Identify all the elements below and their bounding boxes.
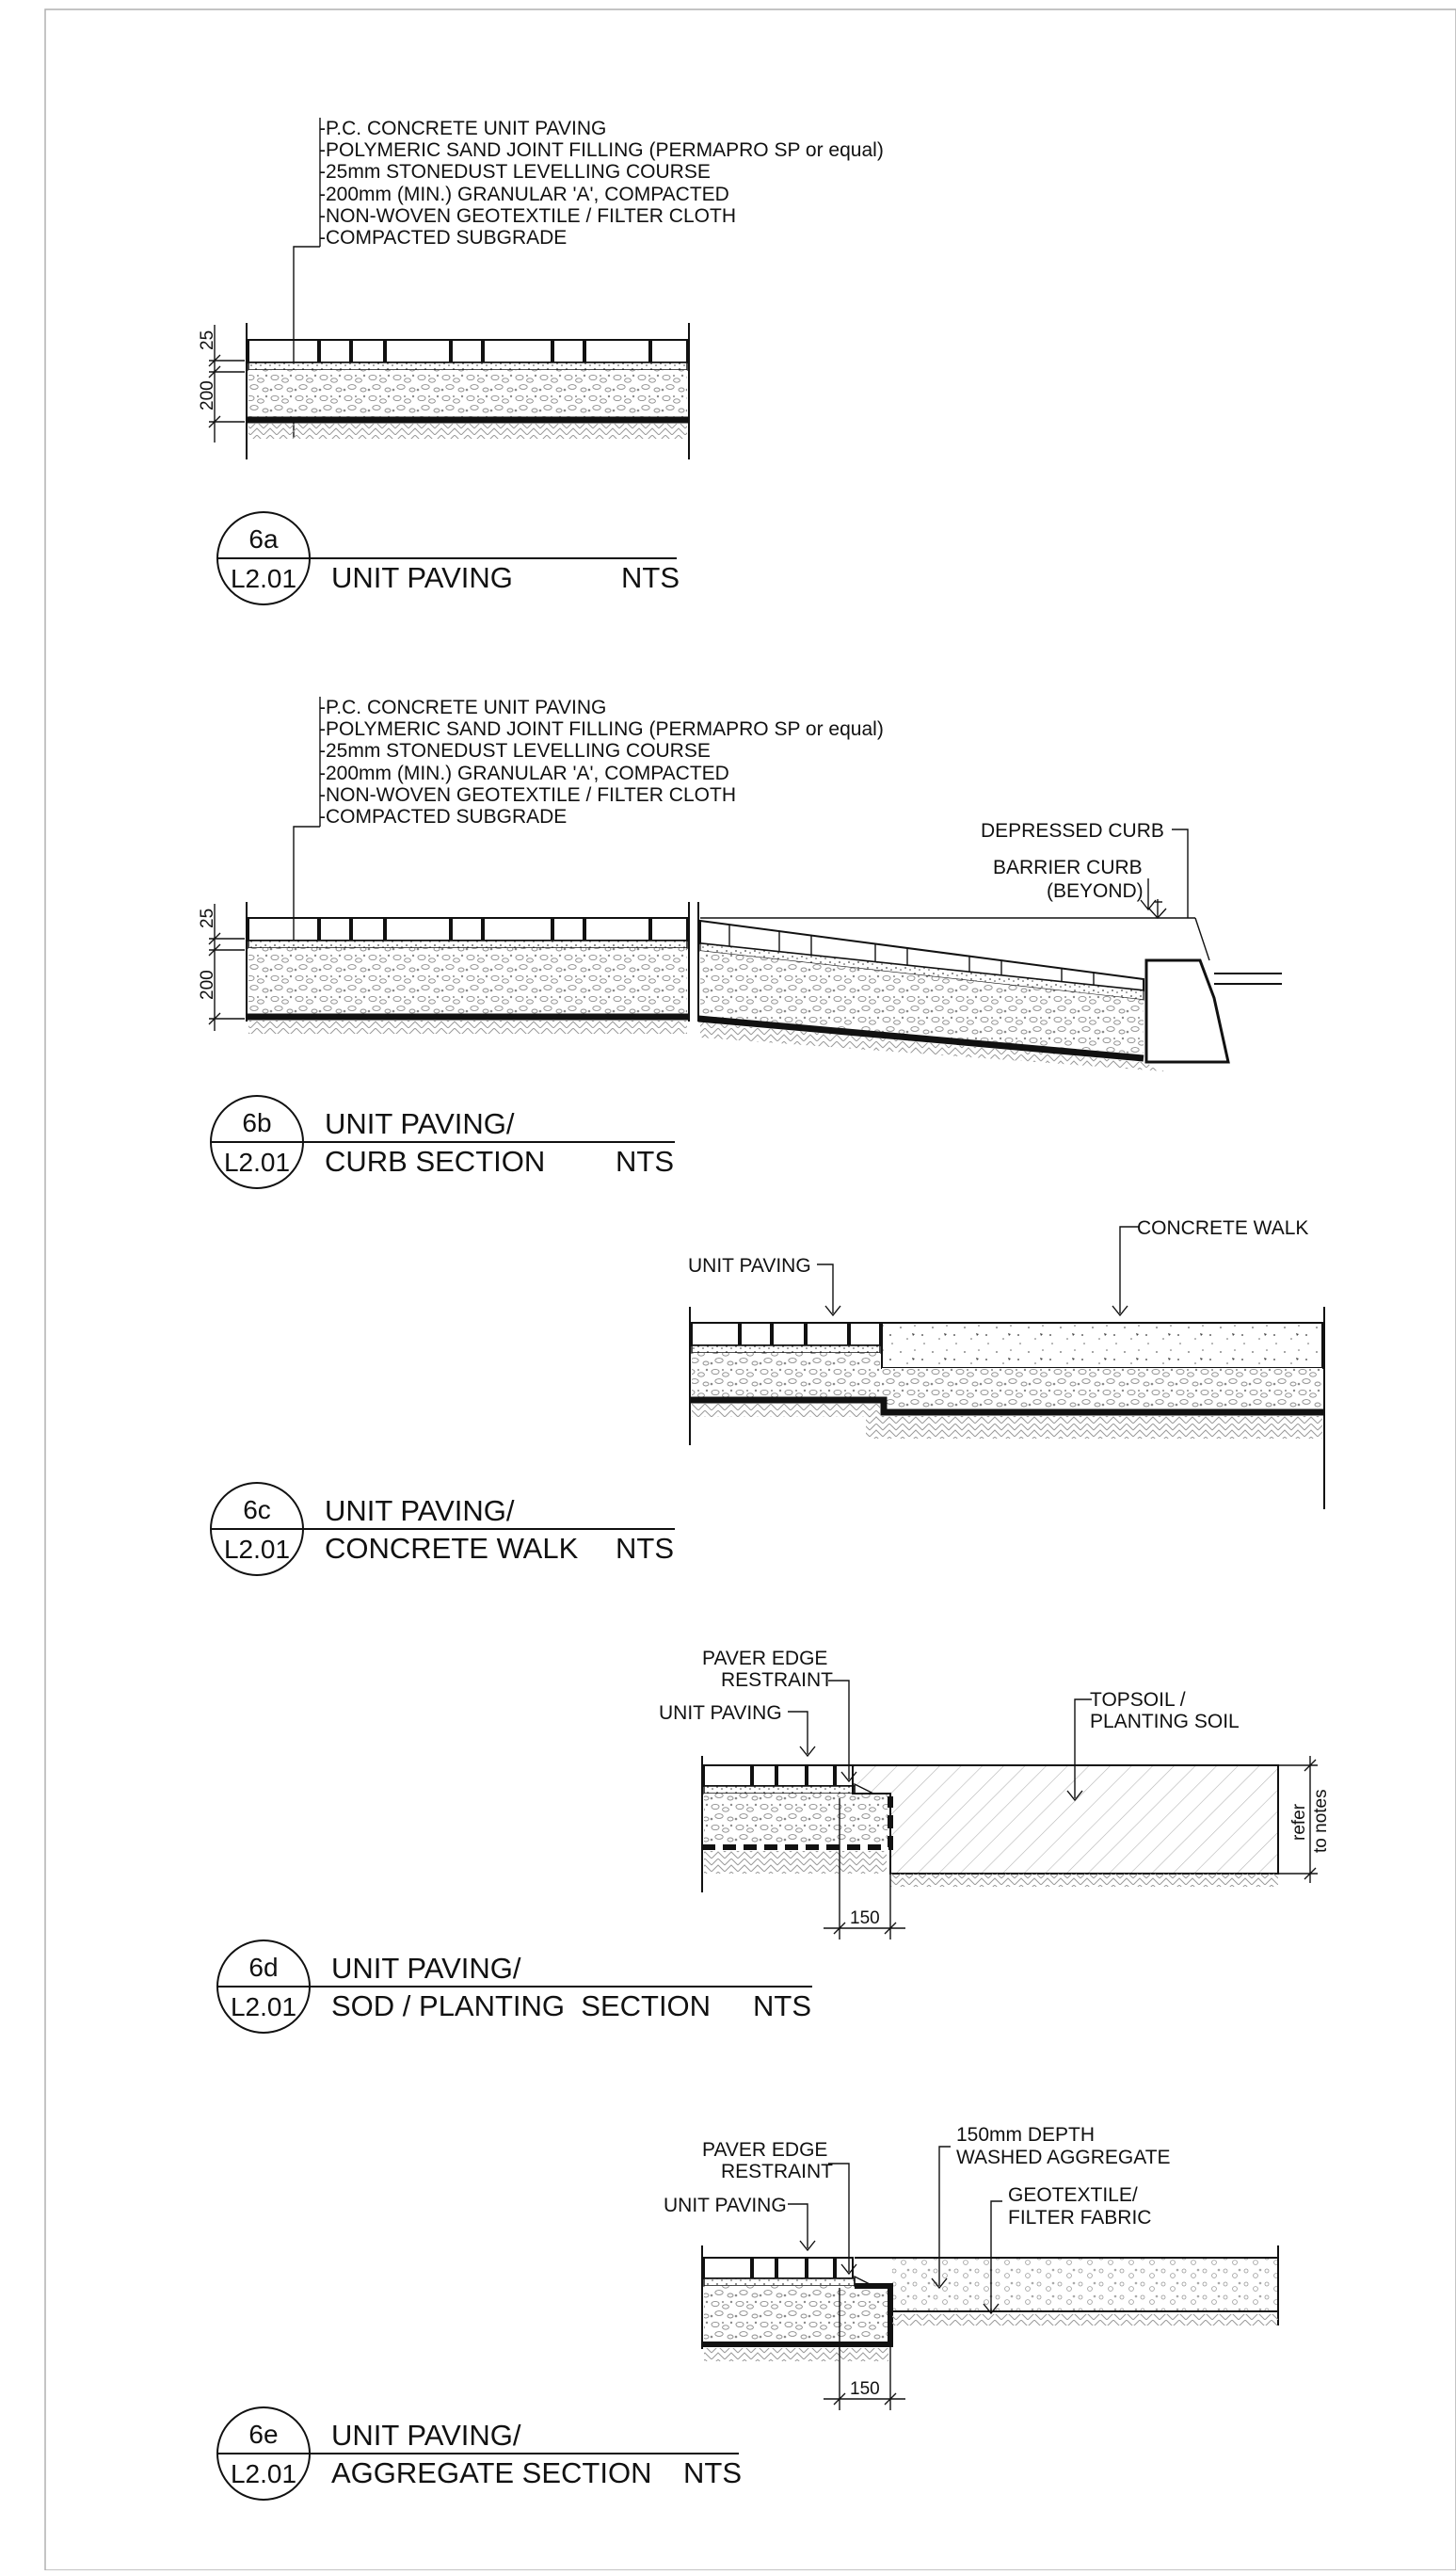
notes-6b: -P.C. CONCRETE UNIT PAVING -POLYMERIC SA… xyxy=(293,697,884,1017)
notes-6a: -P.C. CONCRETE UNIT PAVING -POLYMERIC SA… xyxy=(293,118,884,438)
label-topsoil: TOPSOIL / xyxy=(1090,1689,1186,1711)
detail-6e: 150 PAVER EDGE RESTRAINT UNIT PAVING 150… xyxy=(216,2124,1279,2501)
section-6d: 150 refer to notes PAVER EDGE RESTRAINT … xyxy=(659,1648,1331,1939)
title-line1-6c: UNIT PAVING/ xyxy=(325,1494,515,1527)
detail-number-6e: 6e xyxy=(248,2420,278,2449)
note-6a-1: -P.C. CONCRETE UNIT PAVING xyxy=(319,118,606,139)
dim-150-6e: 150 xyxy=(850,2379,880,2399)
note-6a-2: -POLYMERIC SAND JOINT FILLING (PERMAPRO … xyxy=(319,139,884,161)
note-6b-5: -NON-WOVEN GEOTEXTILE / FILTER CLOTH xyxy=(319,784,736,806)
detail-6d: 150 refer to notes PAVER EDGE RESTRAINT … xyxy=(216,1648,1331,2034)
detail-number-6a: 6a xyxy=(248,524,279,554)
label-unit-paving-6d: UNIT PAVING xyxy=(659,1702,782,1724)
note-6b-1: -P.C. CONCRETE UNIT PAVING xyxy=(319,697,606,718)
label-unit-paving-6e: UNIT PAVING xyxy=(664,2195,787,2216)
detail-6c: UNIT PAVING CONCRETE WALK 6c L2.01 UNIT … xyxy=(210,1217,1325,1576)
sheet-ref-6d: L2.01 xyxy=(231,1992,296,2021)
label-concrete-walk: CONCRETE WALK xyxy=(1137,1217,1308,1239)
label-planting-soil: PLANTING SOIL xyxy=(1090,1711,1240,1732)
note-6a-4: -200mm (MIN.) GRANULAR 'A', COMPACTED xyxy=(319,184,729,205)
label-barrier-curb-beyond: (BEYOND) xyxy=(1047,880,1144,902)
dim-200-6b: 200 xyxy=(198,970,217,1000)
sheet-ref-6b: L2.01 xyxy=(224,1148,290,1177)
label-washed-aggregate: WASHED AGGREGATE xyxy=(956,2147,1171,2168)
label-refer: refer xyxy=(1289,1803,1309,1841)
dim-150-6d: 150 xyxy=(850,1908,880,1928)
label-restraint-6d: RESTRAINT xyxy=(721,1669,833,1691)
dim-25-6b: 25 xyxy=(198,909,217,928)
note-6a-6: -COMPACTED SUBGRADE xyxy=(319,227,567,249)
detail-6b: -P.C. CONCRETE UNIT PAVING -POLYMERIC SA… xyxy=(198,697,1282,1189)
section-6b-flat: 25 200 xyxy=(198,902,690,1034)
title-line1-6b: UNIT PAVING/ xyxy=(325,1107,515,1140)
title-6c: 6c L2.01 UNIT PAVING/ CONCRETE WALK NTS xyxy=(210,1482,675,1576)
scale-6e: NTS xyxy=(683,2456,742,2489)
title-6d: 6d L2.01 UNIT PAVING/ SOD / PLANTING SEC… xyxy=(216,1939,812,2034)
sheet-ref-6a: L2.01 xyxy=(231,564,296,593)
scale-6a: NTS xyxy=(621,561,680,594)
sheet-ref-6c: L2.01 xyxy=(224,1535,290,1564)
title-6a: 6a L2.01 UNIT PAVING NTS xyxy=(216,511,680,605)
note-6a-5: -NON-WOVEN GEOTEXTILE / FILTER CLOTH xyxy=(319,205,736,227)
note-6a-3: -25mm STONEDUST LEVELLING COURSE xyxy=(319,161,711,183)
label-unit-paving-6c: UNIT PAVING xyxy=(688,1255,811,1277)
section-6b-ramp: DEPRESSED CURB BARRIER CURB (BEYOND) xyxy=(697,820,1282,1071)
detail-number-6c: 6c xyxy=(243,1495,271,1524)
scale-6b: NTS xyxy=(616,1145,674,1178)
detail-6a: -P.C. CONCRETE UNIT PAVING -POLYMERIC SA… xyxy=(198,118,884,605)
label-geotextile: GEOTEXTILE/ xyxy=(1008,2184,1138,2206)
title-line2-6b: CURB SECTION xyxy=(325,1145,545,1178)
dim-25-6a: 25 xyxy=(198,330,217,350)
label-paver-edge-6d: PAVER EDGE xyxy=(702,1648,827,1669)
title-line1-6d: UNIT PAVING/ xyxy=(331,1952,521,1985)
sheet-ref-6e: L2.01 xyxy=(231,2459,296,2488)
title-line2-6c: CONCRETE WALK xyxy=(325,1532,579,1565)
note-6b-6: -COMPACTED SUBGRADE xyxy=(319,806,567,828)
section-6a: 25 200 xyxy=(198,323,690,459)
title-6b: 6b L2.01 UNIT PAVING/ CURB SECTION NTS xyxy=(210,1095,675,1189)
label-to-notes: to notes xyxy=(1311,1789,1331,1853)
title-line1-6e: UNIT PAVING/ xyxy=(331,2419,521,2452)
label-restraint-6e: RESTRAINT xyxy=(721,2161,833,2182)
detail-number-6b: 6b xyxy=(242,1108,271,1137)
title-line2-6d: SOD / PLANTING SECTION xyxy=(331,1989,711,2022)
scale-6d: NTS xyxy=(753,1989,811,2022)
section-6e: 150 PAVER EDGE RESTRAINT UNIT PAVING 150… xyxy=(664,2124,1279,2410)
label-depressed-curb: DEPRESSED CURB xyxy=(981,820,1164,842)
detail-number-6d: 6d xyxy=(248,1953,278,1982)
note-6b-2: -POLYMERIC SAND JOINT FILLING (PERMAPRO … xyxy=(319,718,884,740)
scale-6c: NTS xyxy=(616,1532,674,1565)
dim-200-6a: 200 xyxy=(198,380,217,410)
label-150mm-depth: 150mm DEPTH xyxy=(956,2124,1095,2146)
label-paver-edge-6e: PAVER EDGE xyxy=(702,2139,827,2161)
title-6e: 6e L2.01 UNIT PAVING/ AGGREGATE SECTION … xyxy=(216,2406,742,2501)
title-line2-6e: AGGREGATE SECTION xyxy=(331,2456,651,2489)
title-line1-6a: UNIT PAVING xyxy=(331,561,513,594)
note-6b-3: -25mm STONEDUST LEVELLING COURSE xyxy=(319,740,711,762)
section-6c: UNIT PAVING CONCRETE WALK xyxy=(688,1217,1325,1509)
note-6b-4: -200mm (MIN.) GRANULAR 'A', COMPACTED xyxy=(319,763,729,784)
label-filter-fabric: FILTER FABRIC xyxy=(1008,2207,1151,2229)
label-barrier-curb: BARRIER CURB xyxy=(993,857,1143,878)
